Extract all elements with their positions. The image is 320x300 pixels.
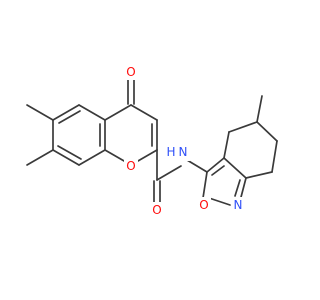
bond (130, 104, 158, 121)
isoxazole-nitrogen-label: N (234, 198, 243, 212)
bond (57, 145, 82, 160)
amide-oxygen: O (150, 202, 164, 218)
bond (211, 165, 225, 176)
bond (104, 104, 132, 121)
bond (234, 179, 241, 197)
bond (228, 121, 258, 133)
bond (245, 171, 273, 179)
ketone-oxygen-label: O (126, 65, 135, 79)
molecule-canvas: O O O N H O N (26, 64, 278, 218)
bond (223, 131, 230, 159)
bond (202, 171, 208, 199)
bond (52, 149, 80, 166)
bond (271, 140, 278, 173)
bond (156, 165, 182, 181)
bond (256, 121, 278, 142)
bond (26, 149, 54, 166)
structure-diagram: O O O N H O N (26, 64, 278, 218)
bond (186, 159, 208, 173)
amide-hydrogen-label: H (166, 145, 175, 159)
bond-layer (26, 79, 278, 206)
ketone-oxygen: O (124, 64, 138, 80)
amide-nitrogen: N H (166, 145, 190, 161)
isoxazole-oxygen: O (197, 197, 211, 213)
bond (52, 104, 80, 121)
atom-label-layer: O O O N H O N (124, 64, 245, 218)
bond (26, 104, 54, 121)
ring-oxygen: O (124, 158, 138, 174)
isoxazole-nitrogen: N (231, 197, 245, 213)
bond (223, 157, 247, 179)
bond (208, 197, 231, 206)
amide-oxygen-label: O (152, 203, 161, 217)
bond (78, 149, 106, 166)
bond (256, 95, 263, 123)
amide-nitrogen-label: N (179, 145, 188, 159)
bond (206, 157, 225, 173)
bond (58, 110, 81, 124)
ring-oxygen-label: O (126, 159, 135, 173)
isoxazole-oxygen-label: O (199, 198, 208, 212)
bond (78, 104, 106, 121)
